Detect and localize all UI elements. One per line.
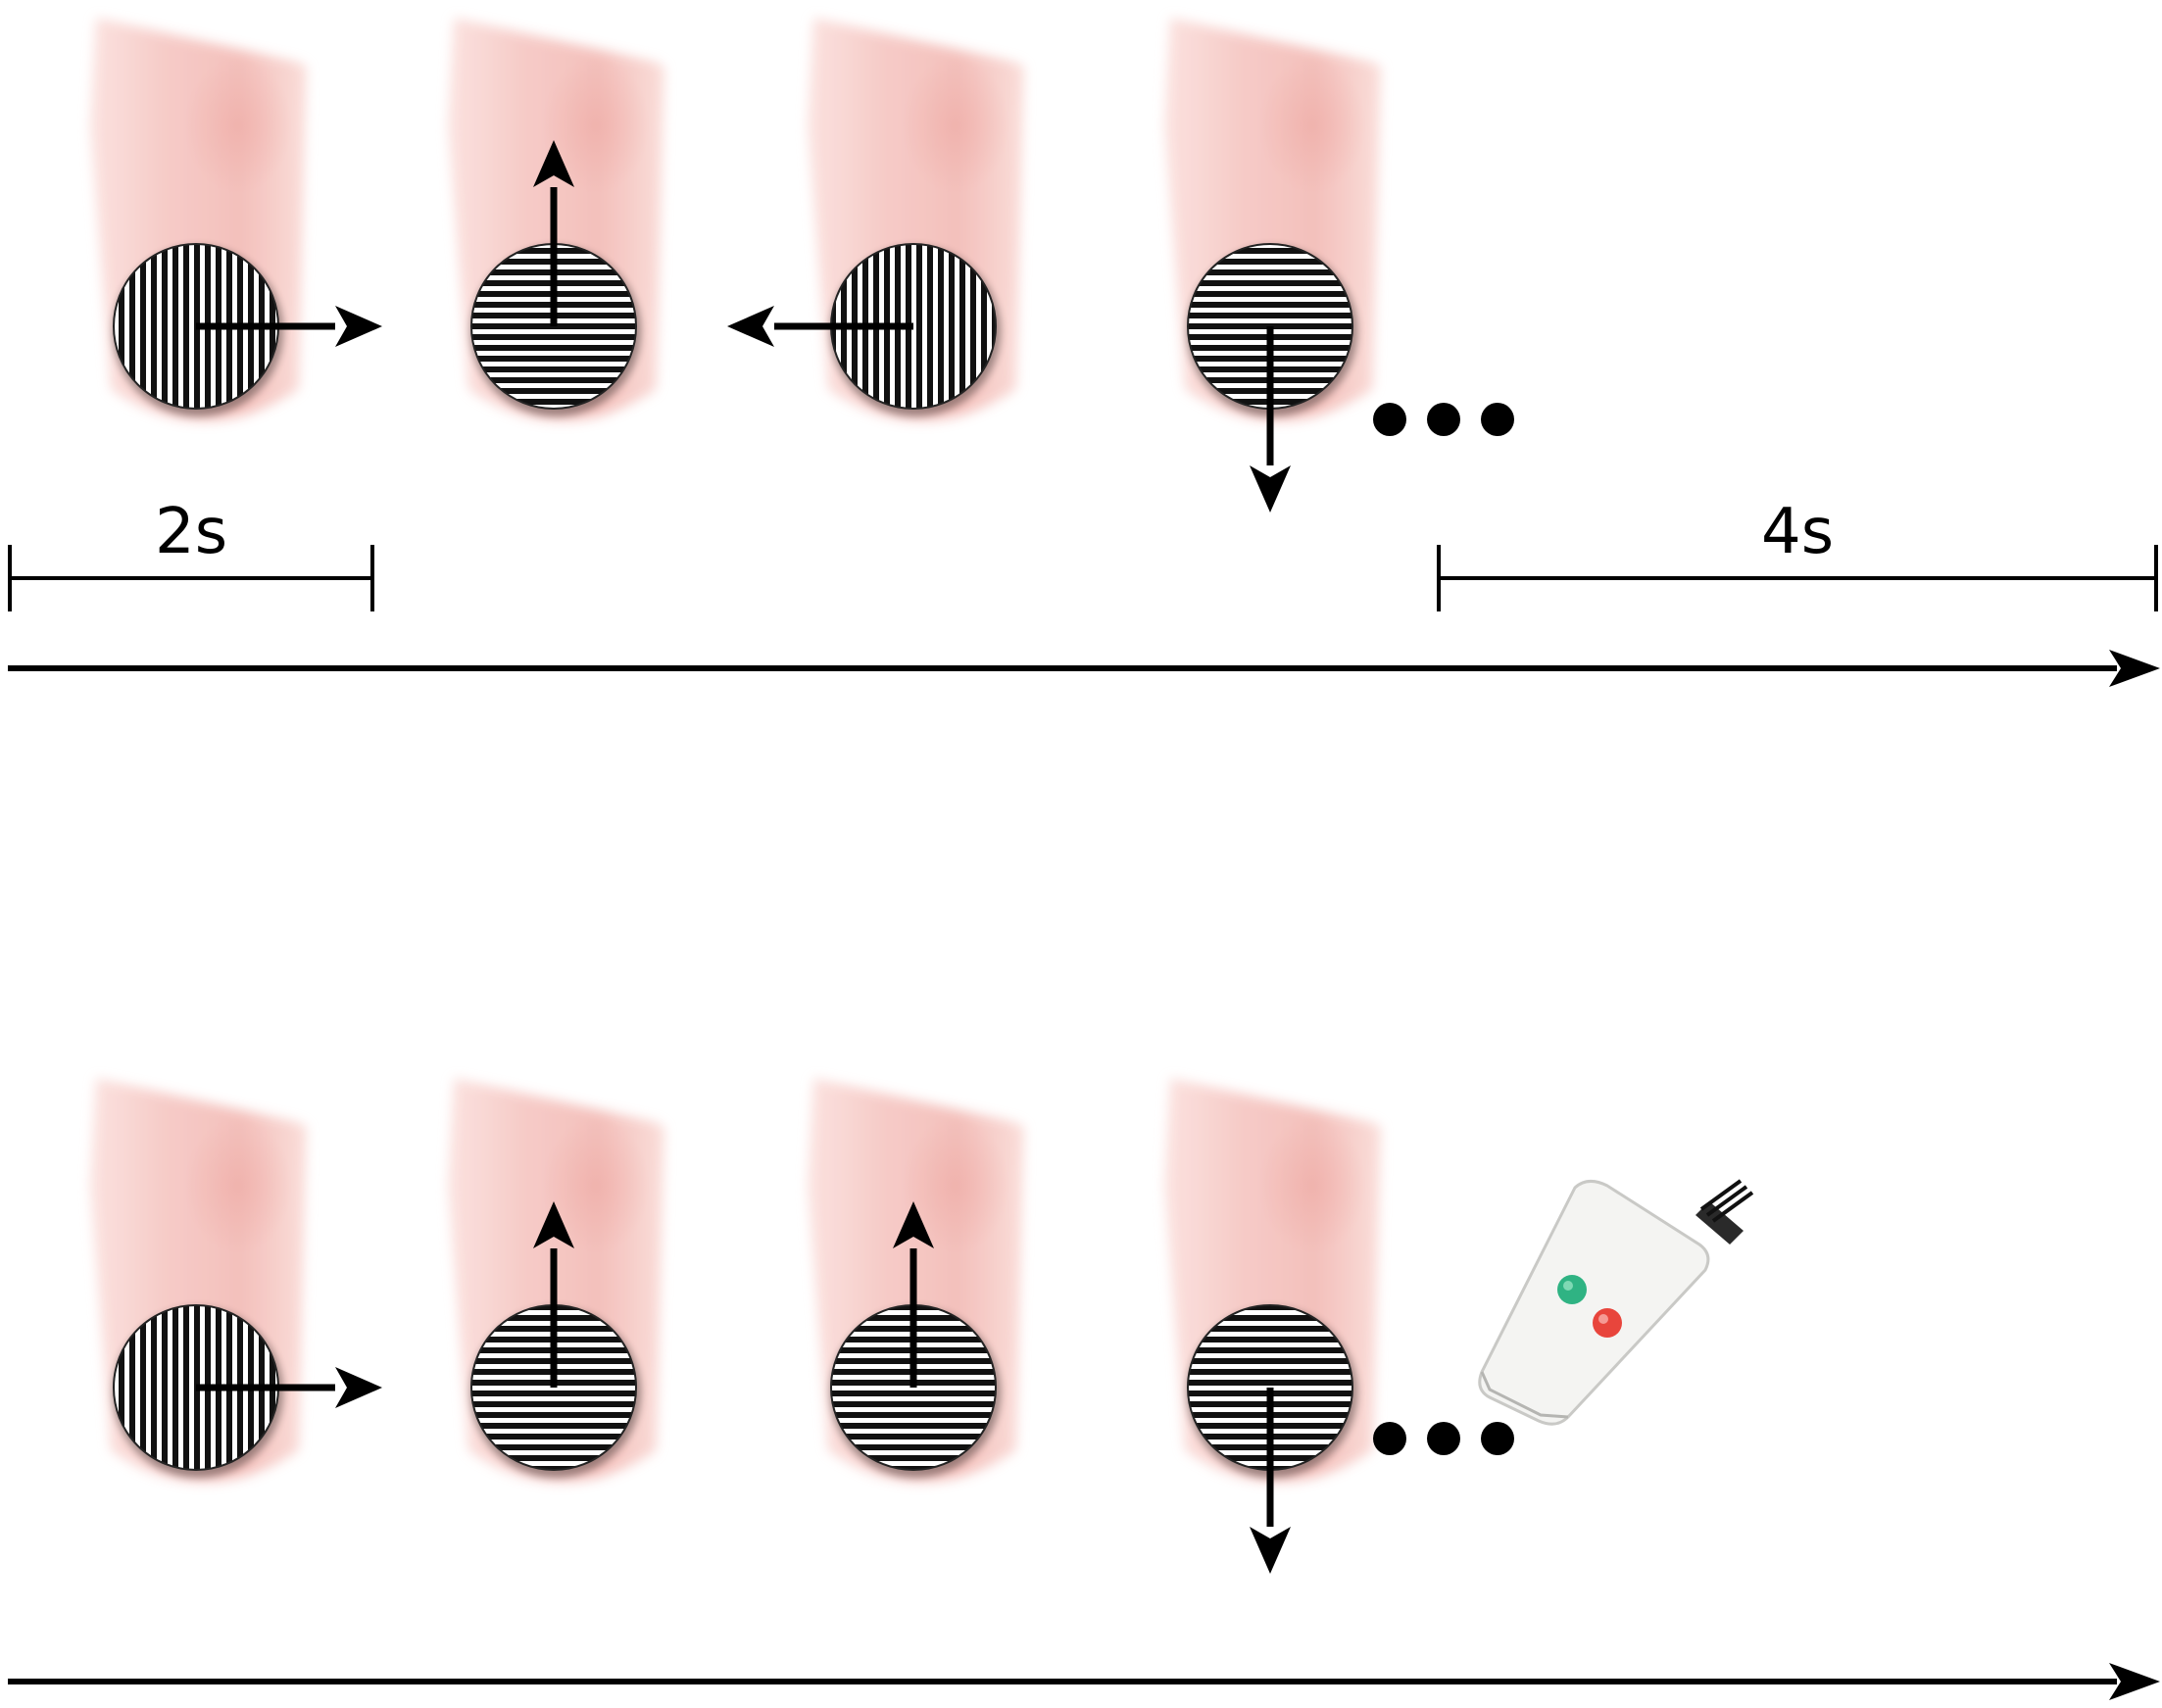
timeline-arrowhead (2109, 1663, 2160, 1700)
stimulus-1 (90, 1078, 382, 1483)
continuation-dot (1481, 1422, 1514, 1455)
timeline-arrowhead (2109, 650, 2160, 687)
stimulus-3 (808, 1078, 1024, 1483)
scale-bar-label: 2s (155, 496, 227, 568)
stimulus-2 (448, 1078, 664, 1483)
stimulus-1 (90, 18, 382, 421)
fingertip-shading (184, 1117, 292, 1254)
motion-arrow-icon (533, 140, 574, 187)
fingertip-shading (542, 1117, 650, 1254)
panel-bottom (8, 1078, 2160, 1700)
motion-arrow-icon (727, 306, 774, 347)
stimulus-3 (727, 18, 1024, 421)
stimulus-4 (1164, 1078, 1381, 1574)
fingertip-shading (1258, 57, 1366, 194)
fingertip-shading (184, 57, 292, 194)
motion-arrow-icon (533, 1201, 574, 1248)
continuation-dot (1427, 403, 1460, 436)
green-button (1557, 1275, 1587, 1304)
continuation-dot (1427, 1422, 1460, 1455)
continuation-dot (1373, 1422, 1406, 1455)
continuation-dot (1481, 403, 1514, 436)
motion-arrow-icon (893, 1201, 934, 1248)
fingertip-shading (542, 57, 650, 194)
continuation-dot (1373, 403, 1406, 436)
fingertip-shading (1258, 1117, 1366, 1254)
red-button (1593, 1308, 1622, 1338)
motion-arrow-icon (335, 1367, 382, 1408)
motion-arrow-icon (1250, 465, 1291, 512)
motion-arrow-icon (1250, 1527, 1291, 1574)
scale-bar-label: 4s (1761, 496, 1834, 568)
response-box-icon (1478, 1179, 1754, 1426)
stimulus-4 (1164, 18, 1381, 512)
fingertip-shading (902, 57, 1009, 194)
fingertip-shading (902, 1117, 1009, 1254)
panel-top: 2s 4s (8, 18, 2160, 687)
stimulus-2 (448, 18, 664, 421)
motion-arrow-icon (335, 306, 382, 347)
